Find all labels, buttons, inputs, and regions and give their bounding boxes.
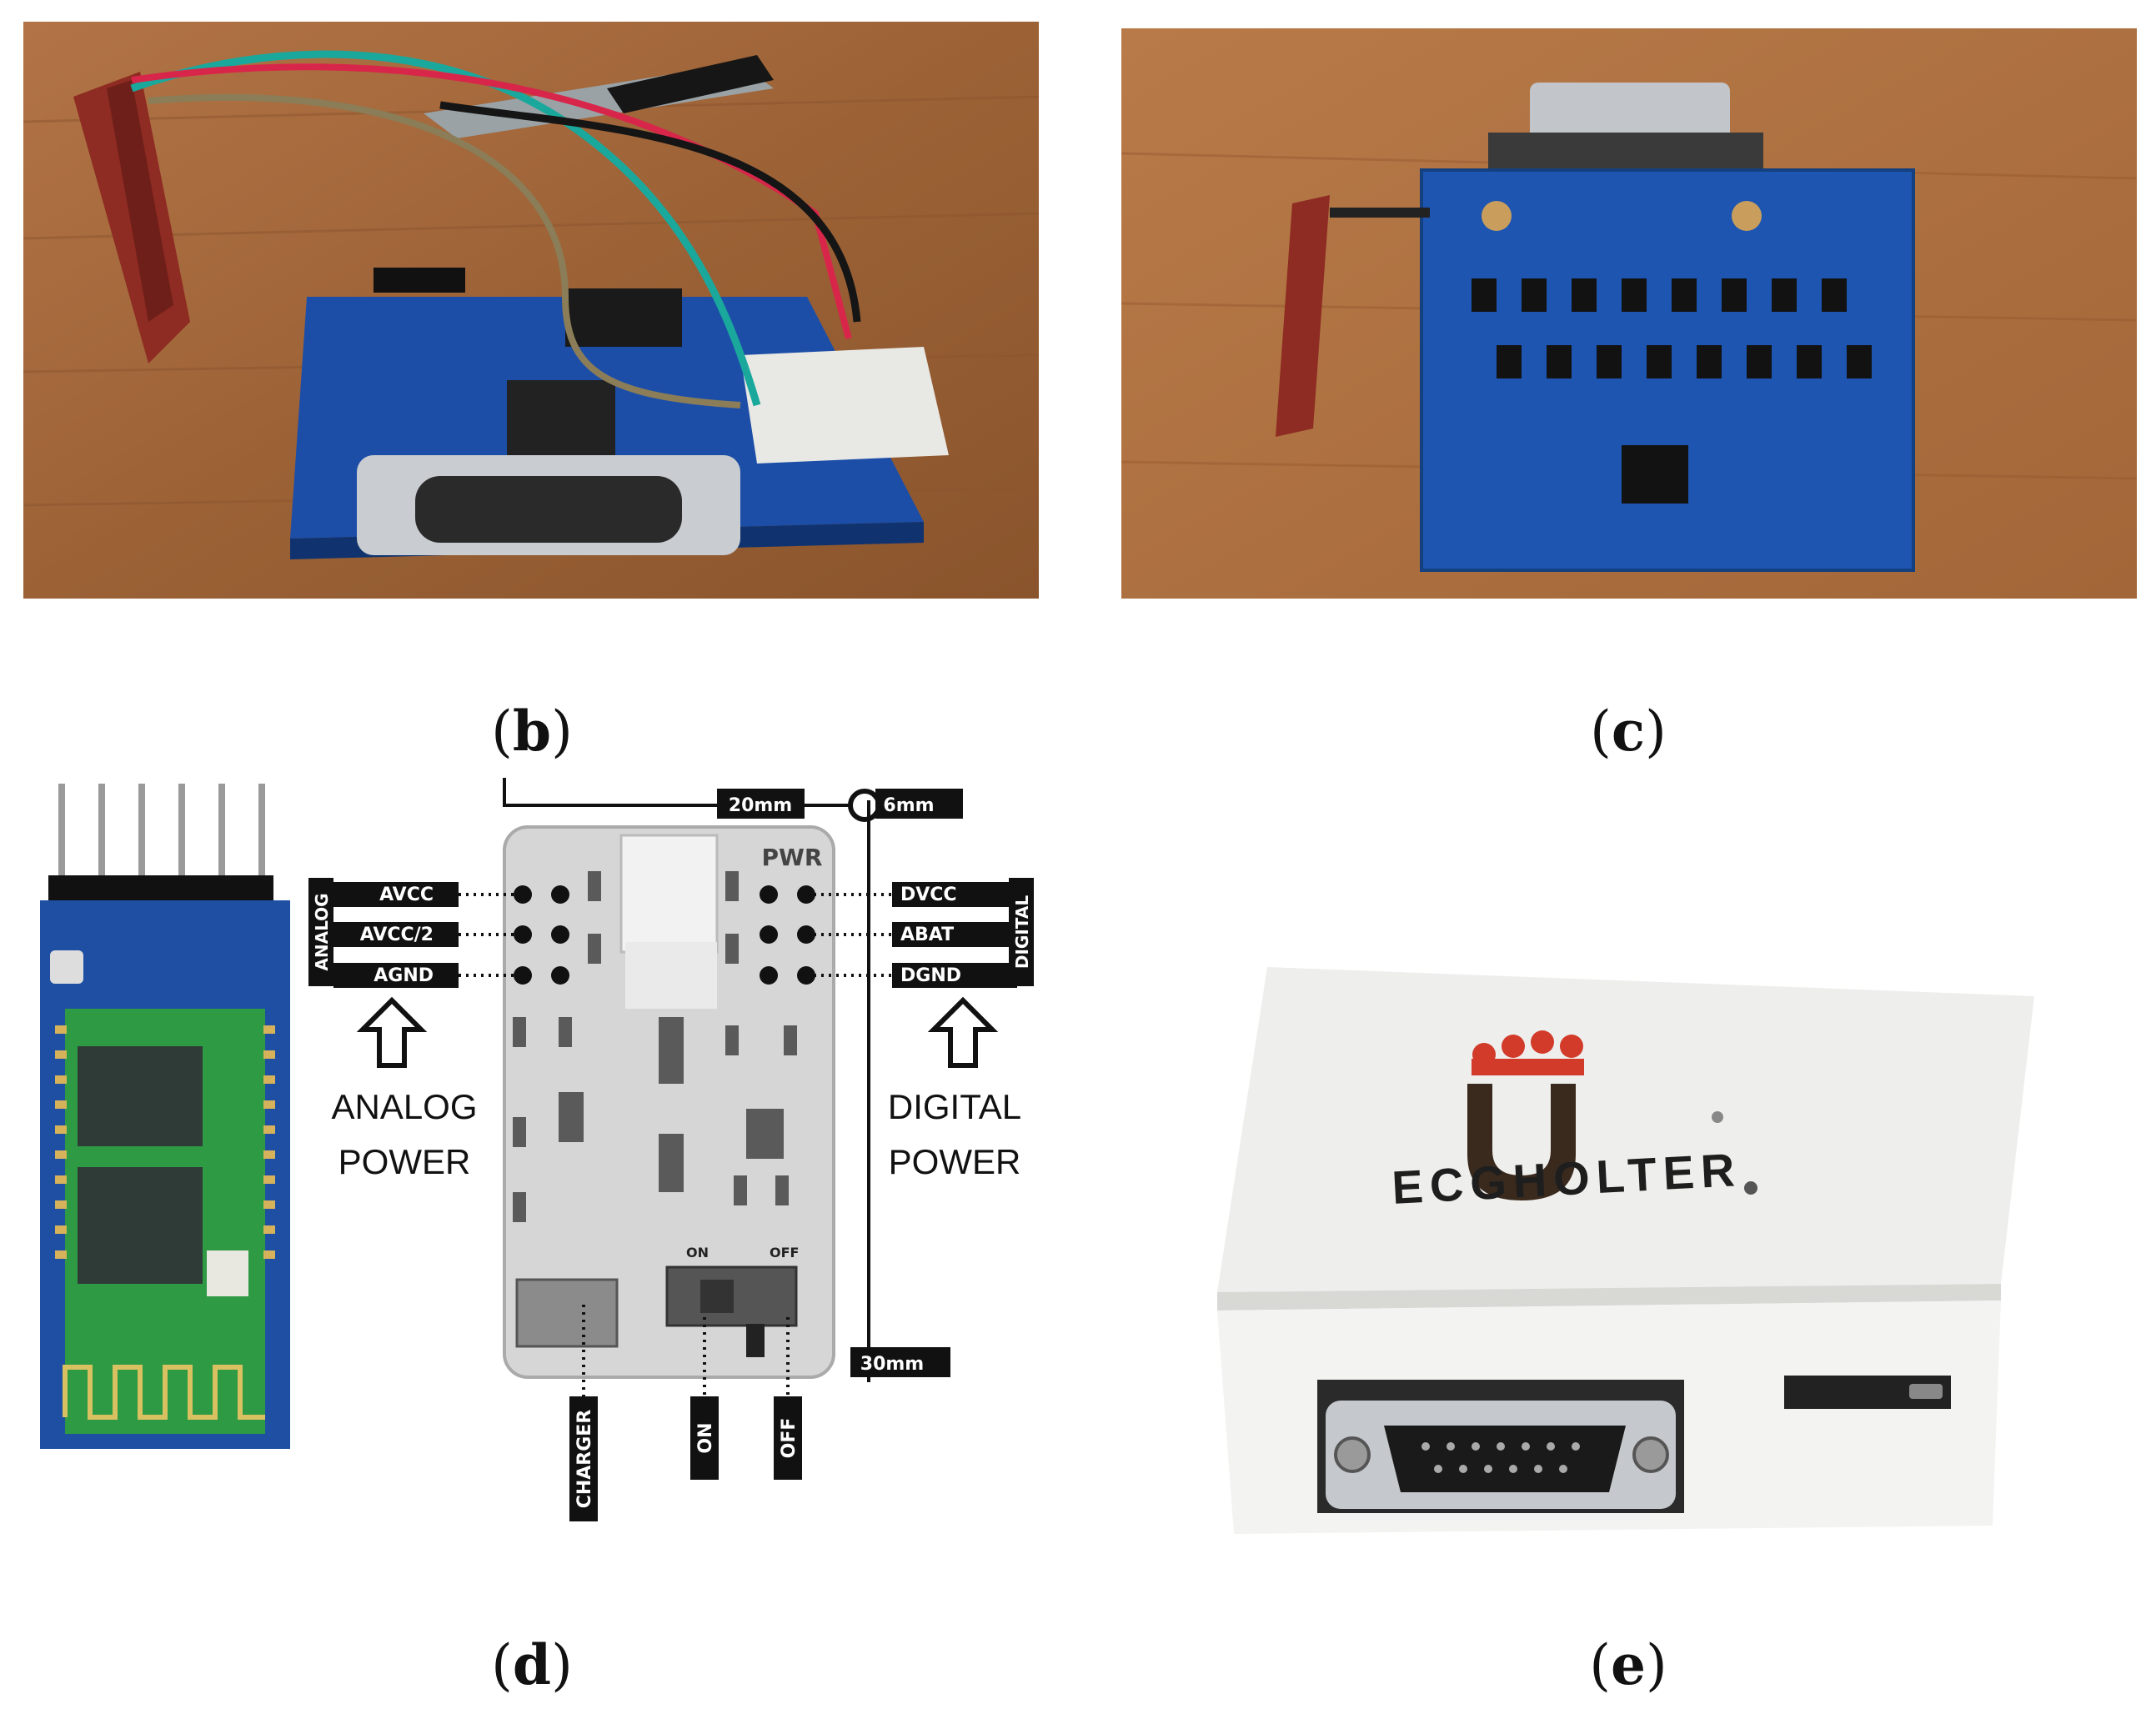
photo-c-pcb-back [1121, 28, 2137, 599]
pin-avcc2: AVCC/2 [360, 925, 434, 945]
analog-arrow-icon [356, 996, 428, 1068]
pwr-board-diagram: 20mm 6mm 30mm PWR [308, 775, 1042, 1526]
digital-arrow-icon [927, 996, 999, 1068]
pin-avcc: AVCC [379, 885, 434, 905]
digital-pads [760, 885, 815, 985]
photo-b-image [23, 22, 1039, 599]
caption-e: (e) [1589, 1632, 1667, 1697]
switch-on-label: ON [686, 1245, 709, 1260]
digital-power-line2: POWER [889, 1142, 1021, 1181]
analog-power-line1: ANALOG [331, 1087, 477, 1126]
analog-side-label: ANALOG [312, 893, 332, 970]
pwr-board-label: PWR [762, 844, 823, 871]
pwr-board [503, 825, 835, 1379]
off-label: OFF [779, 1418, 800, 1459]
charger-label: CHARGER [574, 1410, 595, 1509]
digital-power-line1: DIGITAL [888, 1087, 1021, 1126]
pin-dvcc: DVCC [900, 885, 957, 905]
dim-width-label: 20mm [729, 795, 792, 816]
photo-e-enclosure: ECGHOLTER [1201, 959, 2051, 1542]
pin-abat: ABAT [900, 925, 954, 945]
switch-off-label: OFF [770, 1245, 799, 1260]
caption-d: (d) [491, 1632, 573, 1697]
photo-c-image [1121, 28, 2137, 599]
analog-power-line2: POWER [338, 1142, 471, 1181]
photo-b-pcb-with-wires [23, 22, 1039, 599]
caption-c: (c) [1590, 699, 1667, 764]
pwr-diagram-svg: 20mm 6mm 30mm PWR [308, 778, 1034, 1521]
pin-agnd: AGND [374, 965, 434, 986]
pin-dgnd: DGND [900, 965, 961, 986]
enclosure-image: ECGHOLTER [1217, 967, 2034, 1534]
dim-hole-label: 6mm [883, 795, 934, 816]
dim-height-label: 30mm [860, 1354, 924, 1375]
bluetooth-module-image [40, 784, 290, 1449]
digital-side-label: DIGITAL [1012, 895, 1032, 969]
caption-b: (b) [491, 699, 573, 764]
photo-d-bluetooth-module [40, 784, 295, 1449]
analog-pads [514, 885, 569, 985]
on-label: ON [695, 1422, 716, 1453]
